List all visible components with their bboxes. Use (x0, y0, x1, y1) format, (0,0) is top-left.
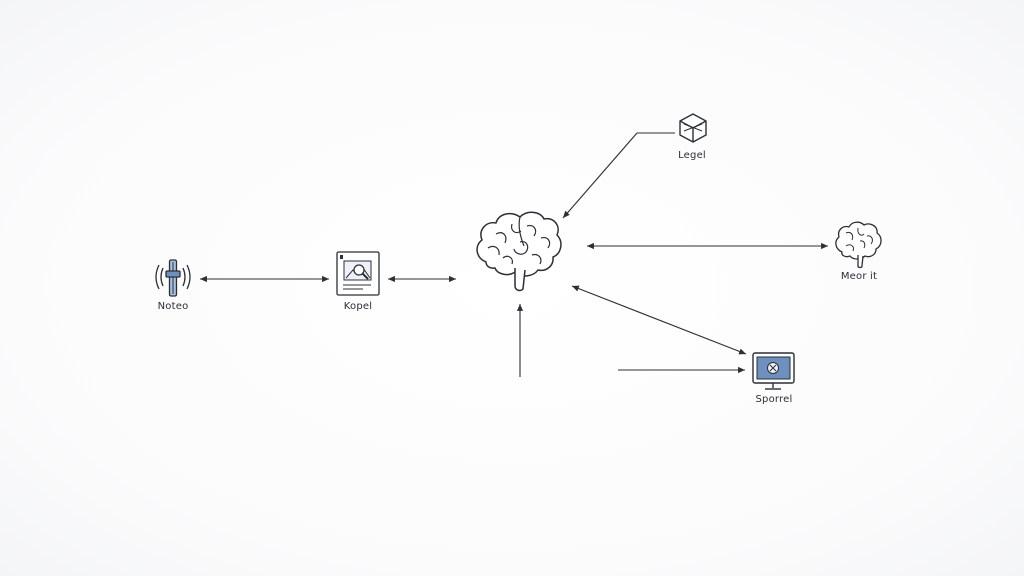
node-label-kopel: Kopel (343, 301, 373, 312)
node-label-sporrel: Sporrel (755, 394, 793, 405)
node-label-legel: Legel (678, 150, 706, 161)
monitor-icon (752, 352, 795, 390)
document-search-icon (336, 251, 380, 296)
brain-icon (835, 221, 882, 269)
node-label-noteo: Noteo (157, 301, 189, 312)
cube-icon (679, 113, 707, 143)
connector-legel-brain (562, 132, 675, 219)
brain-icon (476, 211, 562, 292)
signal-tower-icon (155, 259, 191, 297)
connector-brain-sporrel (571, 285, 747, 355)
node-label-meor-it: Meor it (840, 271, 878, 282)
